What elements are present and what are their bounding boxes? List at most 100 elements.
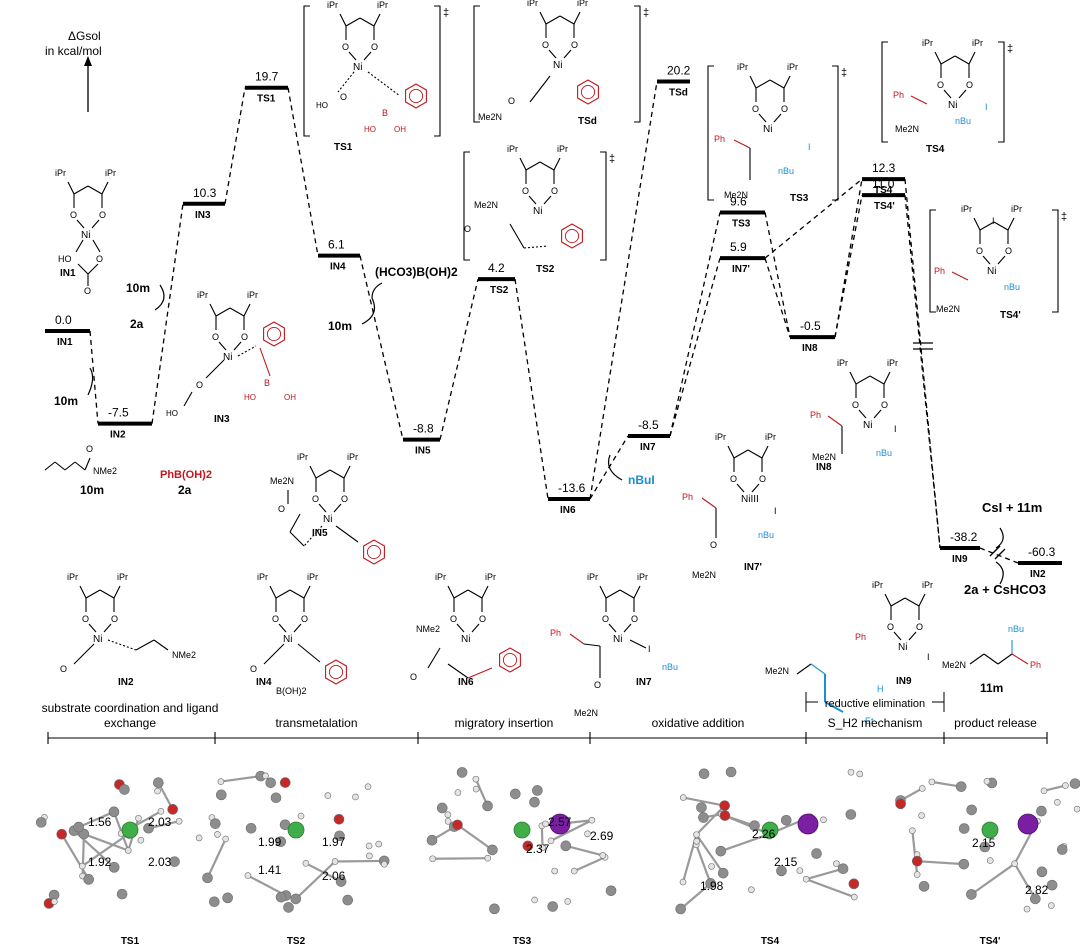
ts2-o-left: O: [522, 186, 529, 196]
bond: [54, 461, 66, 471]
hydrogen-atom: [856, 770, 864, 778]
level-ts2-6-label: TS2: [490, 285, 509, 296]
bond: [973, 217, 981, 231]
in3-o: O: [196, 380, 203, 390]
structure-11m-name: 11m: [980, 681, 1003, 695]
ts3-dagger: ‡: [841, 67, 847, 79]
bond: [904, 597, 920, 607]
in4-ni: Ni: [283, 634, 292, 645]
ts2-ipr-left: iPr: [507, 144, 518, 154]
hydrogen-atom: [79, 862, 86, 870]
hydrogen-atom: [157, 808, 165, 815]
in5-o-left: O: [312, 494, 319, 504]
carbon-atom: [958, 858, 970, 870]
bond: [329, 469, 345, 479]
ts4p-ph: Ph: [934, 266, 945, 276]
in3-ho2: HO: [166, 409, 178, 418]
level-ts1-3-energy: 19.7: [255, 70, 279, 84]
bond: [983, 653, 999, 665]
in3-oh: OH: [284, 393, 296, 402]
bond: [77, 263, 89, 275]
bond: [113, 585, 121, 599]
ts4-o-right: O: [966, 80, 973, 90]
ts-model-name-ts4: TS4: [761, 936, 780, 947]
in5-name: IN5: [312, 528, 328, 539]
carbon-atom: [1036, 805, 1047, 817]
connector-12: [764, 257, 791, 338]
bond: [289, 513, 301, 533]
bond: [783, 75, 791, 89]
level-in2-1-energy: -7.5: [108, 406, 129, 420]
bond: [796, 663, 812, 675]
model-bond: [917, 860, 964, 866]
bond: [1007, 217, 1015, 231]
bond: [824, 701, 844, 713]
model-bond: [305, 862, 342, 883]
oxygen-atom: [279, 777, 291, 788]
bond: [343, 465, 351, 479]
stage-extra-label: reductive elimination: [825, 698, 925, 710]
in2b-ni: Ni: [93, 634, 102, 645]
carbon-atom: [153, 777, 164, 789]
distance-label-ts2-3: 2.06: [322, 869, 346, 883]
bond: [44, 461, 56, 471]
level-ts4-14-energy: 11.0: [872, 177, 895, 191]
bond: [539, 11, 547, 25]
tsd-o-left: O: [542, 40, 549, 50]
level-in1-0-label: IN1: [57, 337, 73, 348]
arrow-10m-in: [87, 367, 94, 396]
bond: [453, 589, 469, 599]
bond: [969, 653, 985, 665]
hydrogen-atom: [444, 818, 452, 825]
ts3-nbu: nBu: [778, 166, 794, 176]
model-bond: [78, 810, 115, 829]
bond: [209, 303, 217, 317]
level-in1-0-energy: 0.0: [55, 313, 72, 327]
stage-label-3: oxidative addition: [652, 716, 745, 730]
11m-nbu: nBu: [1008, 624, 1024, 634]
bond: [92, 239, 101, 253]
connector-2: [224, 87, 246, 204]
in2b-o-left: O: [82, 614, 89, 624]
bond: [608, 623, 617, 633]
in3-ho: HO: [244, 393, 256, 402]
bond: [858, 409, 867, 419]
model-bond: [970, 862, 1016, 896]
model-bond: [679, 882, 712, 910]
level-in6-7-energy: -13.6: [558, 481, 586, 495]
in4-boh2: B(OH)2: [276, 686, 307, 696]
in7p-ph: Ph: [682, 492, 693, 502]
ts3-ph: Ph: [714, 134, 725, 144]
connector-6: [514, 279, 549, 500]
in3-o-right: O: [241, 332, 248, 342]
bond: [979, 221, 995, 231]
ts4-i: I: [985, 102, 988, 112]
model-bond: [335, 859, 385, 863]
bond: [982, 255, 991, 265]
carbon-atom: [245, 822, 257, 834]
carbon-atom: [342, 894, 354, 906]
level-in3-2-label: IN3: [195, 210, 211, 221]
connector-14: [834, 195, 863, 338]
bond: [205, 359, 225, 379]
hydrogen-atom: [1054, 799, 1061, 806]
oxygen-atom: [719, 810, 731, 821]
stage-label-4: S_H2 mechanism: [828, 716, 923, 730]
ts2-bracket-right: [600, 151, 607, 261]
in5-ipr-right: iPr: [347, 452, 358, 462]
ts2-me2n: Me2N: [474, 200, 498, 210]
hydrogen-atom: [297, 812, 305, 820]
tsd-ipr-left: iPr: [527, 0, 538, 8]
carbon-atom: [275, 891, 287, 903]
ts2-o-right: O: [551, 186, 558, 196]
tsd-ipr-right: iPr: [577, 0, 588, 8]
carbon-atom: [202, 872, 213, 884]
ts4p-ni: Ni: [987, 266, 996, 277]
in8-o-left: O: [852, 400, 859, 410]
bond: [107, 639, 137, 651]
in9-i: I: [927, 652, 930, 662]
model-bond: [573, 856, 606, 873]
carbon-atom: [696, 802, 707, 813]
